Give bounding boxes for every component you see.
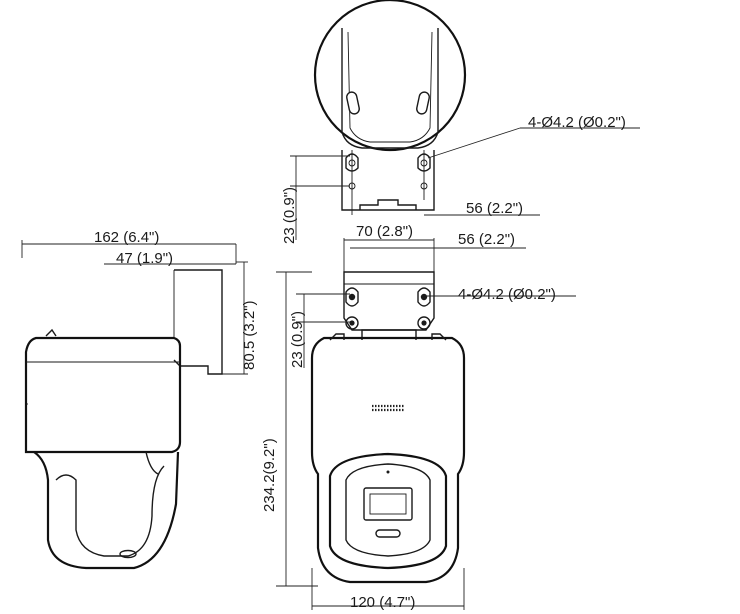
top-view-bracket-body xyxy=(341,28,439,149)
top-view-mount-notch xyxy=(359,199,417,210)
front-hole-vertical-label: 23 (0.9") xyxy=(289,311,306,368)
side-bracket-depth-label: 47 (1.9") xyxy=(116,250,173,267)
front-dome-inner xyxy=(345,463,431,557)
top-view-slot-left xyxy=(346,91,360,115)
top-view-housing-circle xyxy=(313,0,467,152)
top-hole-vertical-label: 23 (0.9") xyxy=(281,187,298,244)
front-dome-outer xyxy=(328,452,448,570)
front-hole-horizontal-outer-label: 70 (2.8") xyxy=(356,223,413,240)
front-height-label: 234.2(9.2") xyxy=(261,438,278,512)
side-view xyxy=(21,240,248,570)
top-view-bracket-inner xyxy=(347,31,433,143)
top-hole-horizontal-label: 56 (2.2") xyxy=(466,200,523,217)
top-hole-spec-label: 4-Ø4.2 (Ø0.2") xyxy=(528,114,626,131)
front-view xyxy=(276,238,576,610)
front-speaker-grille xyxy=(372,404,404,412)
top-view-mount-flange xyxy=(341,150,435,211)
front-hole-tr xyxy=(417,287,431,307)
front-indicator xyxy=(375,529,401,538)
front-width-label: 120 (4.7") xyxy=(350,594,415,611)
front-body-housing xyxy=(310,336,466,584)
front-bracket-plate xyxy=(343,271,435,331)
top-view xyxy=(290,0,640,240)
front-hole-horizontal-inner-label: 56 (2.2") xyxy=(458,231,515,248)
side-width-label: 162 (6.4") xyxy=(94,229,159,246)
side-bracket-height-label: 80.5 (3.2") xyxy=(241,300,258,370)
top-view-slot-right xyxy=(416,91,430,115)
side-body-housing xyxy=(24,336,182,454)
front-hole-spec-label: 4-Ø4.2 (Ø0.2") xyxy=(458,286,556,303)
front-hole-bl xyxy=(345,316,359,330)
front-hole-br xyxy=(417,316,431,330)
front-hole-tl xyxy=(345,287,359,307)
side-bracket xyxy=(173,269,223,375)
front-lens-window xyxy=(363,487,413,521)
side-indicator xyxy=(119,549,137,559)
side-dome xyxy=(33,451,180,570)
